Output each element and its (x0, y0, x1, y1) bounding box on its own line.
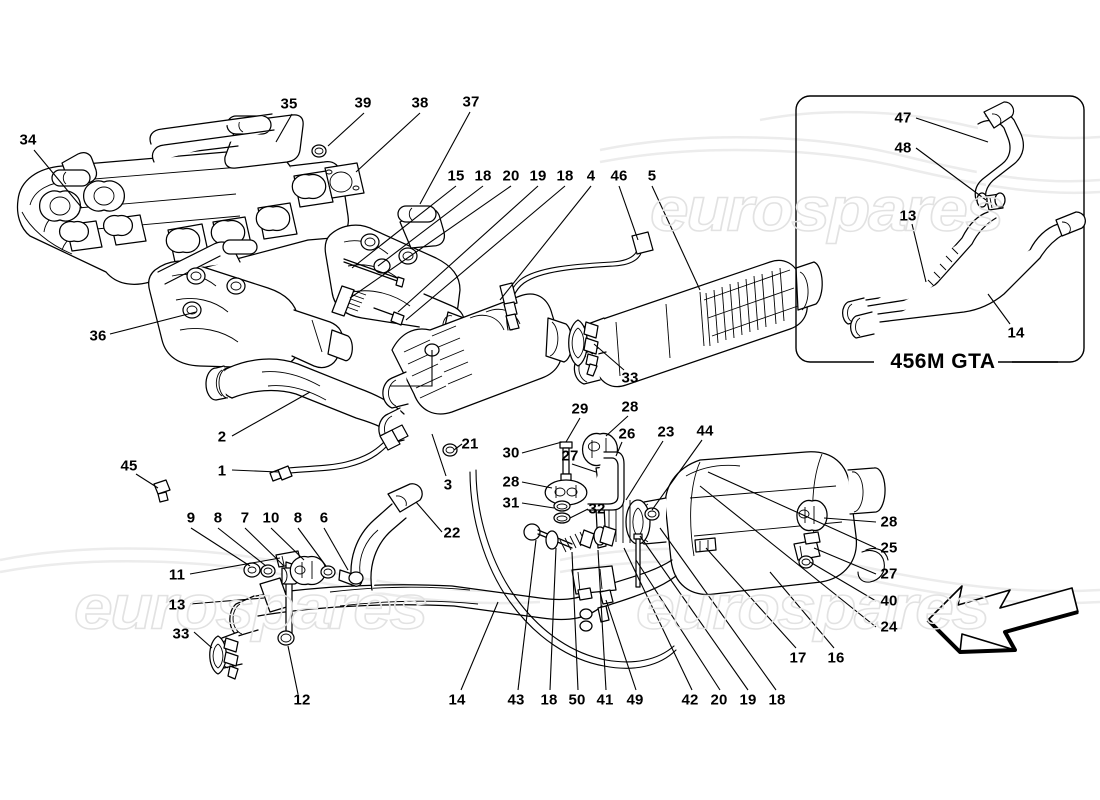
callout-4: 4 (586, 167, 596, 185)
callout-11: 11 (168, 566, 186, 584)
callout-28-b: 28 (502, 473, 520, 491)
callout-27-a: 27 (561, 447, 579, 465)
callout-17: 17 (789, 649, 807, 667)
rear-tailpipe-right (469, 469, 677, 669)
callout-3: 3 (443, 476, 453, 494)
callout-43: 43 (507, 691, 525, 709)
hardware-cluster-center (523, 432, 643, 632)
callout-40: 40 (880, 592, 898, 610)
callout-21: 21 (461, 435, 479, 453)
exhaust-manifold-left (148, 239, 353, 369)
callout-39: 39 (354, 94, 372, 112)
callout-31: 31 (502, 494, 520, 512)
callout-33-b: 33 (172, 625, 190, 643)
callout-7: 7 (240, 509, 250, 527)
callout-41: 41 (596, 691, 614, 709)
callout-27-b: 27 (880, 565, 898, 583)
callout-23: 23 (657, 423, 675, 441)
callout-9: 9 (186, 509, 196, 527)
callout-20-a: 20 (502, 167, 520, 185)
callout-18-b: 18 (556, 167, 574, 185)
direction-arrow (926, 585, 1079, 654)
callout-49: 49 (626, 691, 644, 709)
callout-28-c: 28 (880, 513, 898, 531)
callout-2: 2 (217, 428, 227, 446)
callout-36: 36 (89, 327, 107, 345)
callout-18-a: 18 (474, 167, 492, 185)
callout-18-c: 18 (540, 691, 558, 709)
inset-callout-13: 13 (899, 207, 917, 225)
callout-42: 42 (681, 691, 699, 709)
callout-44: 44 (696, 422, 714, 440)
callout-22: 22 (443, 524, 461, 542)
callout-8-a: 8 (213, 509, 223, 527)
lambda-sensor-lower (269, 424, 409, 482)
callout-33-a: 33 (621, 369, 639, 387)
inset-box (795, 95, 1085, 363)
center-muffler (568, 259, 823, 388)
callout-6: 6 (319, 509, 329, 527)
callout-10: 10 (262, 509, 280, 527)
callout-5: 5 (647, 167, 657, 185)
callout-30: 30 (502, 444, 520, 462)
rear-pipe-assembly (153, 479, 603, 680)
callout-19-a: 19 (529, 167, 547, 185)
callout-50: 50 (568, 691, 586, 709)
callout-26: 26 (618, 425, 636, 443)
inset-callout-47: 47 (894, 109, 912, 127)
callout-29: 29 (571, 400, 589, 418)
rear-silencer (595, 451, 889, 596)
callout-24: 24 (880, 618, 898, 636)
callout-45: 45 (120, 457, 138, 475)
callout-32: 32 (588, 500, 606, 518)
callout-38: 38 (411, 94, 429, 112)
inset-title-456m-gta: 456M GTA (890, 350, 996, 373)
callout-1: 1 (217, 462, 227, 480)
callout-16: 16 (827, 649, 845, 667)
inset-callout-14: 14 (1007, 324, 1025, 342)
callout-28-a: 28 (621, 398, 639, 416)
callout-46: 46 (610, 167, 628, 185)
front-downpipe (205, 358, 405, 441)
callout-13-a: 13 (168, 596, 186, 614)
callout-15: 15 (447, 167, 465, 185)
callout-25: 25 (880, 539, 898, 557)
leader-lines (33, 111, 877, 695)
callout-8-b: 8 (293, 509, 303, 527)
callout-19-b: 19 (739, 691, 757, 709)
callout-37: 37 (462, 93, 480, 111)
callout-20-b: 20 (710, 691, 728, 709)
inset-parts (841, 101, 1086, 339)
callout-12: 12 (293, 691, 311, 709)
callout-18-d: 18 (768, 691, 786, 709)
inset-callout-48: 48 (894, 139, 912, 157)
callout-34: 34 (19, 131, 37, 149)
callout-35: 35 (280, 95, 298, 113)
callout-14-b: 14 (448, 691, 466, 709)
